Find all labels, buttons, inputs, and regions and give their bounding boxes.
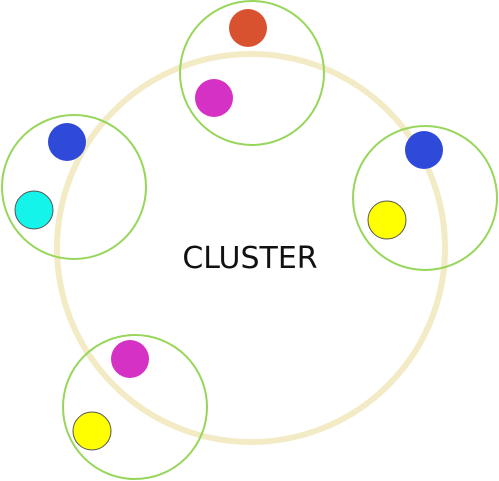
node-ring-top <box>179 0 325 146</box>
ball-bottom-left-magenta <box>111 340 149 378</box>
node-ring-right <box>352 125 498 271</box>
node-right <box>352 125 498 271</box>
ball-right-yellow <box>367 200 407 240</box>
cluster-label: CLUSTER <box>182 241 317 276</box>
ball-top-magenta <box>195 79 233 117</box>
node-left <box>1 114 147 260</box>
ball-top-red <box>229 9 267 47</box>
node-ring-bottom-left <box>62 334 208 480</box>
node-ring-left <box>1 114 147 260</box>
ball-right-blue <box>405 131 443 169</box>
node-bottom-left <box>62 334 208 480</box>
node-top <box>179 0 325 146</box>
ball-bottom-left-yellow <box>72 411 112 451</box>
ball-left-cyan <box>14 190 54 230</box>
ball-left-blue <box>48 123 86 161</box>
cluster-ring <box>54 51 448 445</box>
